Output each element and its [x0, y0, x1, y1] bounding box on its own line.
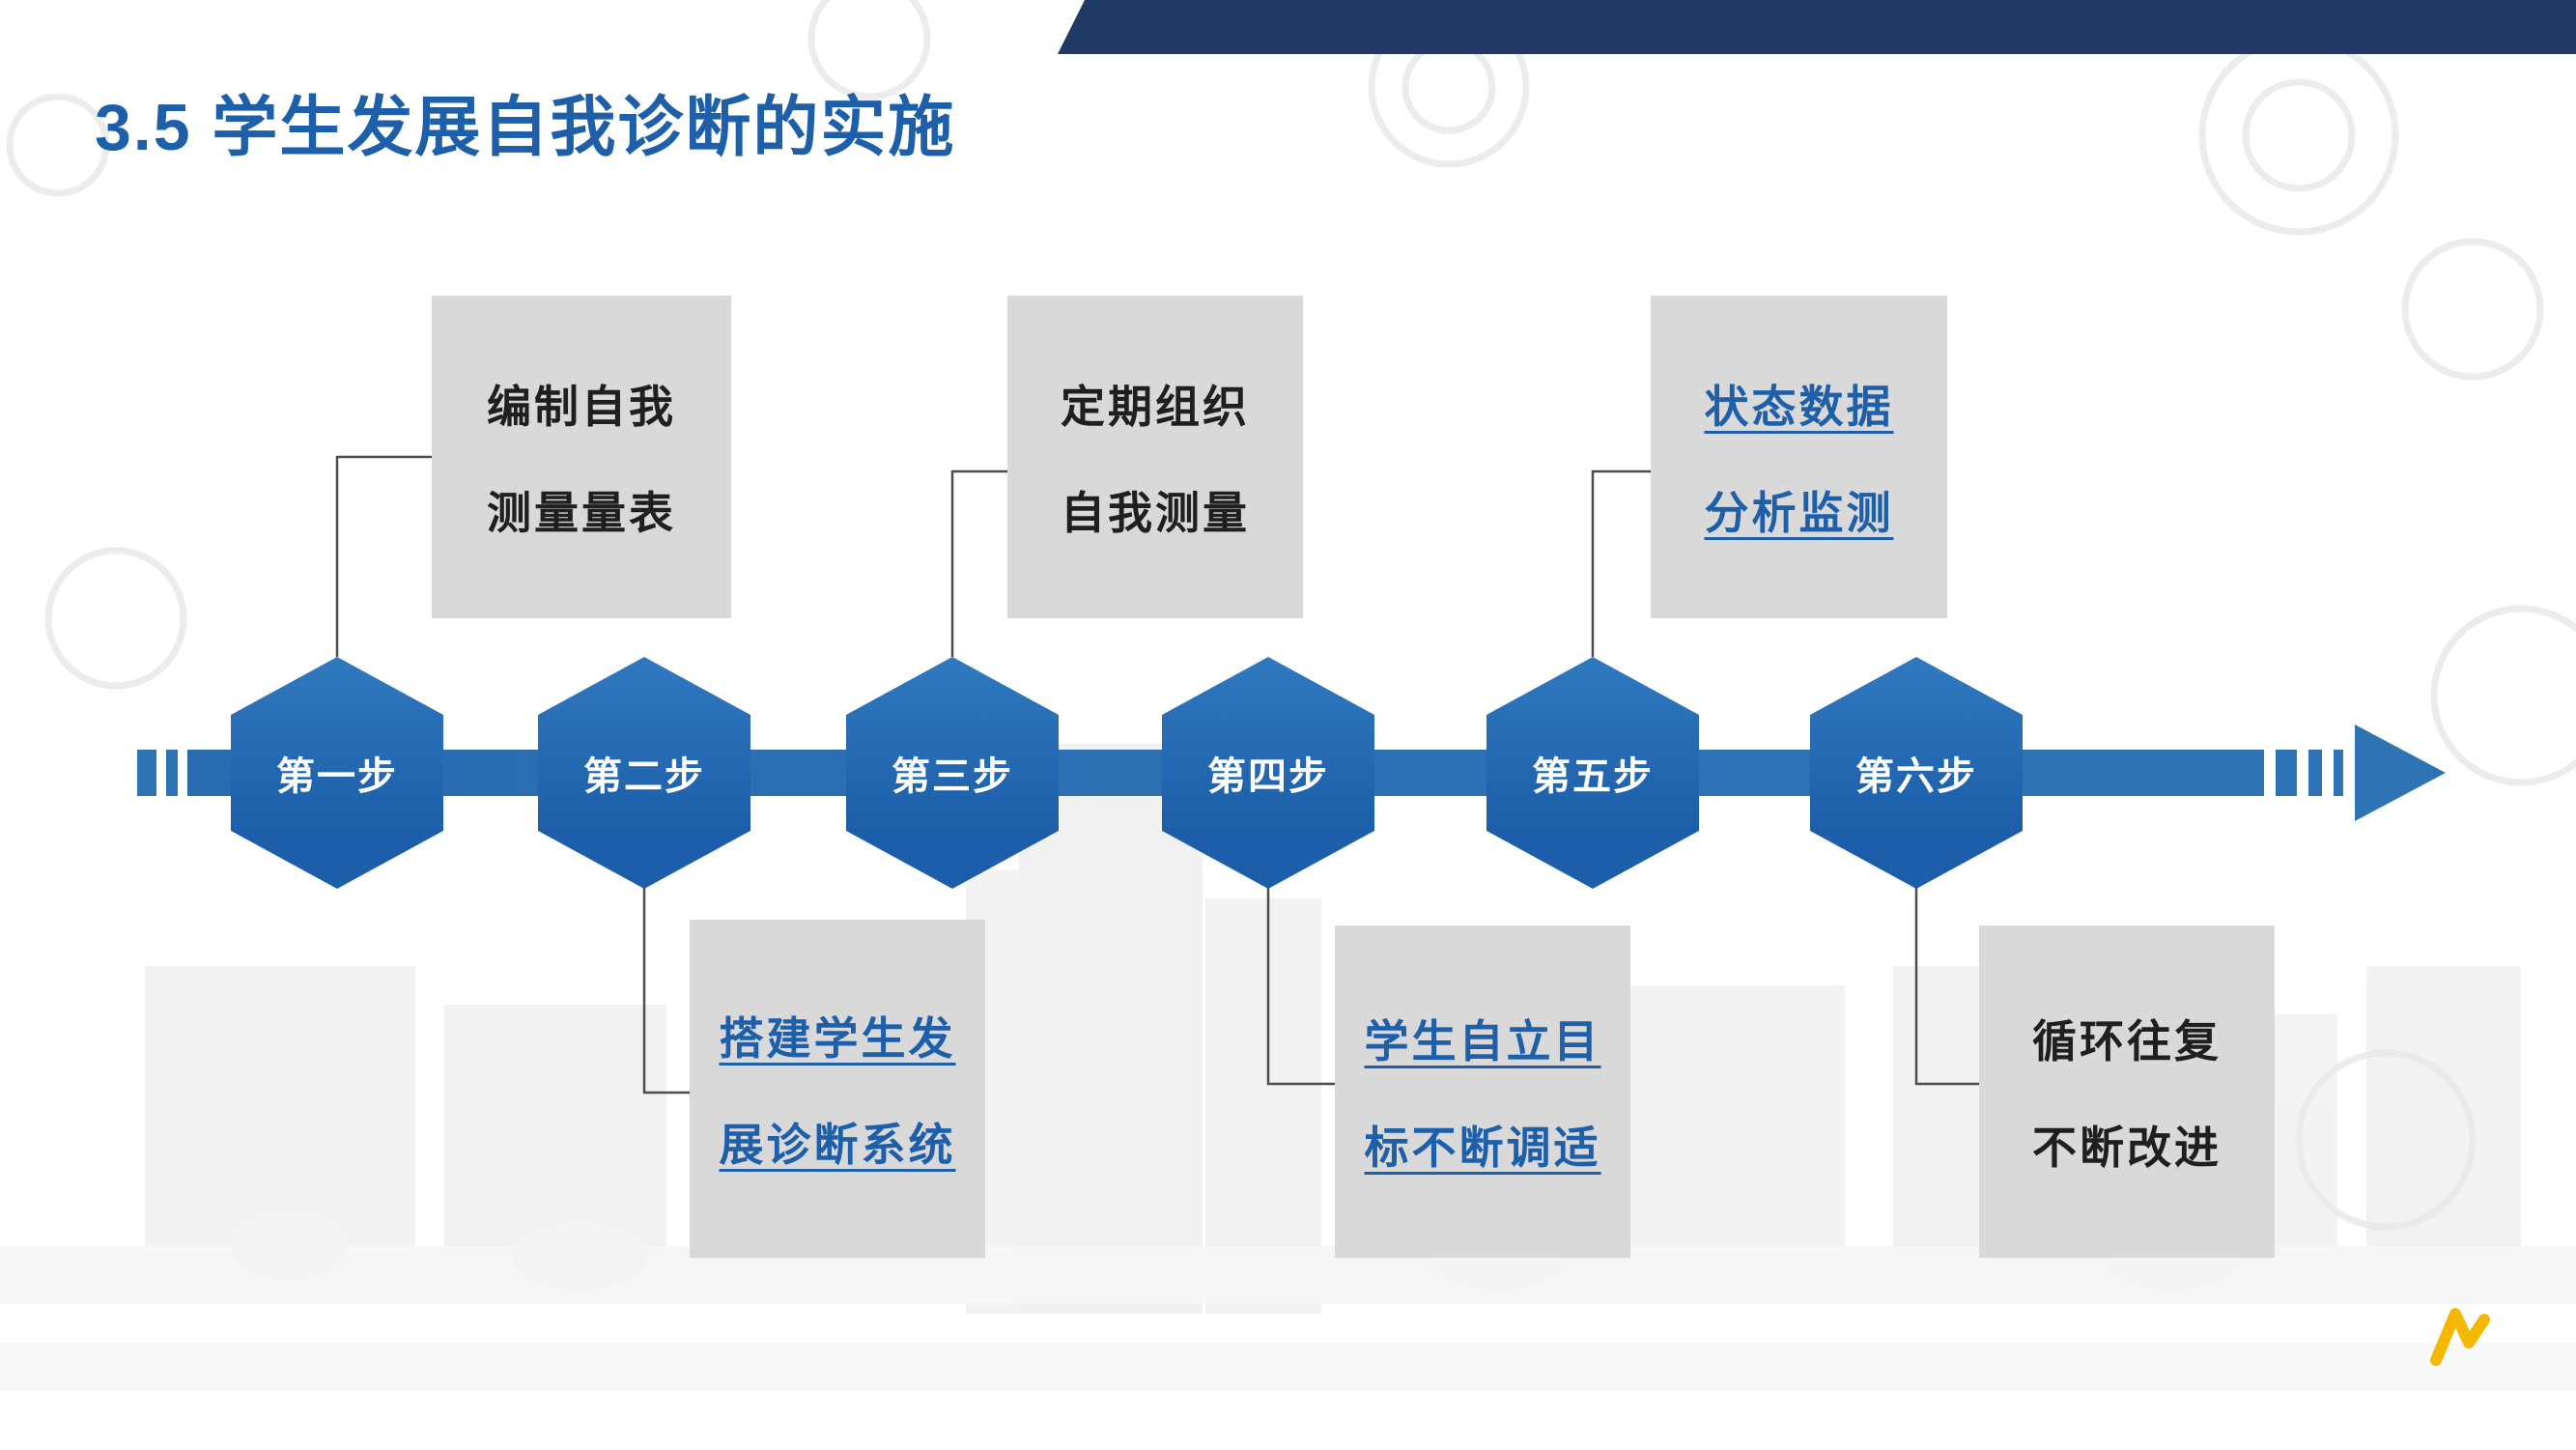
top-banner [1058, 0, 2576, 54]
arrow-lead-dash [166, 750, 178, 796]
logo-icon [2430, 1308, 2490, 1366]
callout-step-1: 编制自我 测量量表 [432, 296, 731, 618]
step-2-label: 第二步 [583, 755, 705, 798]
step-1-label: 第一步 [276, 755, 398, 798]
callout-step-5-link-1[interactable]: 状态数据 [1704, 382, 1894, 432]
callout-step-3-line-1: 定期组织 [1061, 382, 1250, 432]
callout-step-2-link-1[interactable]: 搭建学生发 [719, 1013, 956, 1064]
callout-step-3: 定期组织 自我测量 [1007, 296, 1303, 618]
step-hexagon-2: 第二步 [538, 657, 750, 889]
arrow-head-icon [2355, 725, 2446, 821]
callout-step-5: 状态数据 分析监测 [1651, 296, 1947, 618]
page-title: 3.5 学生发展自我诊断的实施 [95, 91, 956, 164]
callout-step-6: 循环往复 不断改进 [1979, 925, 2275, 1258]
callout-step-6-line-2: 不断改进 [2032, 1123, 2222, 1173]
callout-step-1-line-2: 测量量表 [487, 488, 676, 538]
arrow-tail-dash [2308, 750, 2322, 796]
step-3-label: 第三步 [892, 755, 1013, 798]
step-6-label: 第六步 [1855, 755, 1977, 798]
callout-step-4-link-1[interactable]: 学生自立目 [1364, 1016, 1601, 1066]
arrow-tail-dash [2334, 750, 2343, 796]
step-5-label: 第五步 [1532, 755, 1654, 798]
arrow-tail-dash [2276, 750, 2297, 796]
callout-step-2-link-2[interactable]: 展诊断系统 [719, 1120, 956, 1170]
callout-step-4: 学生自立目 标不断调适 [1335, 925, 1630, 1258]
callout-step-5-link-2[interactable]: 分析监测 [1704, 488, 1894, 538]
callout-step-1-line-1: 编制自我 [487, 382, 676, 432]
callout-step-6-line-1: 循环往复 [2032, 1016, 2222, 1066]
callout-step-4-link-2[interactable]: 标不断调适 [1364, 1123, 1601, 1173]
step-4-label: 第四步 [1207, 755, 1329, 798]
arrow-lead-dash [137, 750, 156, 796]
callout-step-3-line-2: 自我测量 [1061, 488, 1250, 538]
callout-step-2: 搭建学生发 展诊断系统 [690, 920, 985, 1258]
